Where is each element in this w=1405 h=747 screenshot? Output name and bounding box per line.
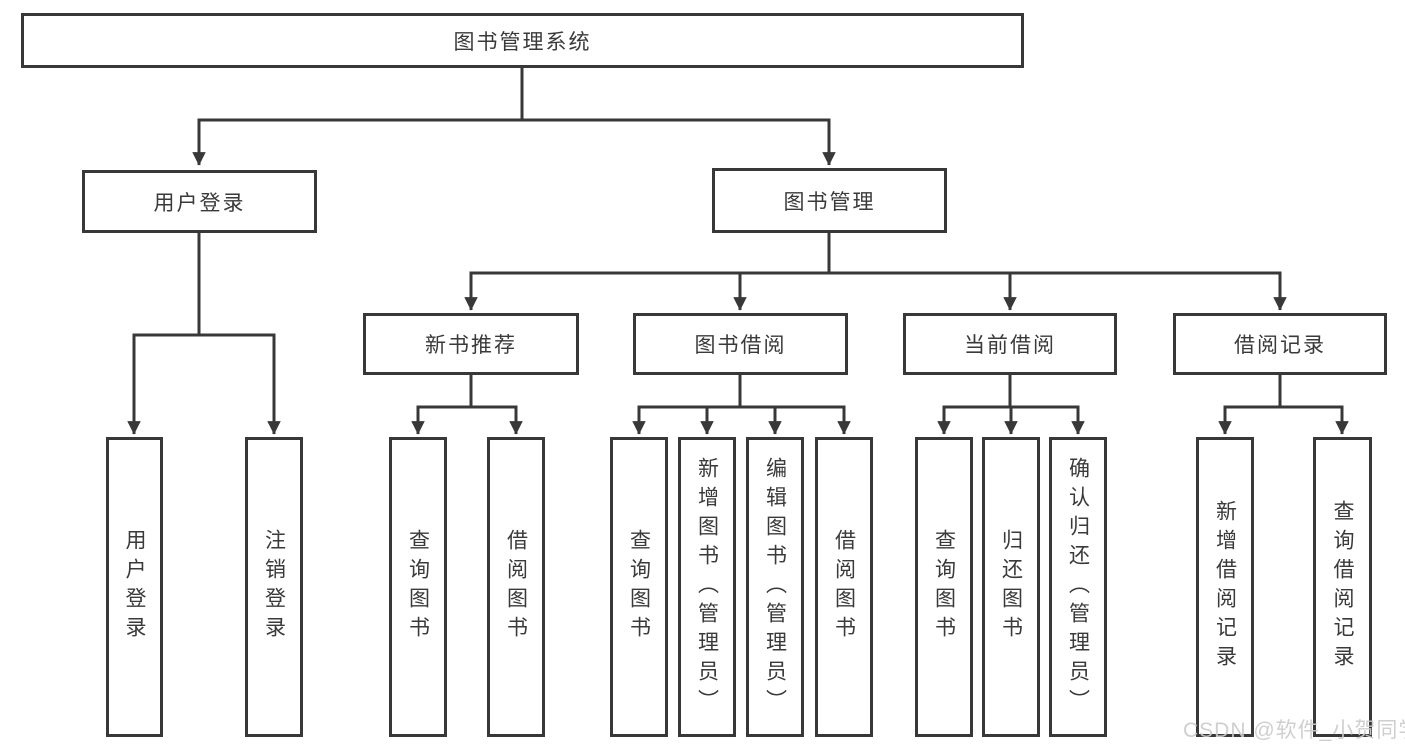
node-book-borrowing: 图书借阅 <box>633 313 848 375</box>
csdn-watermark: CSDN @软件_小贺同学 <box>1183 719 1405 742</box>
leaf-query-books-recommend: 查询图书 <box>389 437 447 737</box>
node-new-book-recommend: 新书推荐 <box>363 313 579 375</box>
leaf-borrow-books: 借阅图书 <box>815 437 873 737</box>
leaf-edit-books-admin: 编辑图书（管理员） <box>746 437 804 737</box>
leaf-user-login: 用户登录 <box>106 437 163 737</box>
node-borrow-records: 借阅记录 <box>1173 313 1387 375</box>
node-current-borrowing: 当前借阅 <box>903 313 1117 375</box>
leaf-query-books-current: 查询图书 <box>915 437 973 737</box>
leaf-return-books: 归还图书 <box>982 437 1040 737</box>
node-book-management: 图书管理 <box>712 168 947 233</box>
node-user-login: 用户登录 <box>82 170 317 233</box>
leaf-logout: 注销登录 <box>245 437 303 737</box>
leaf-query-books-borrowing: 查询图书 <box>610 437 668 737</box>
leaf-borrow-books-recommend: 借阅图书 <box>487 437 545 737</box>
leaf-add-borrow-record: 新增借阅记录 <box>1196 437 1254 737</box>
leaf-add-books-admin: 新增图书（管理员） <box>678 437 736 737</box>
node-library-management-system: 图书管理系统 <box>21 13 1024 68</box>
leaf-confirm-return-admin: 确认归还（管理员） <box>1049 437 1107 737</box>
leaf-query-borrow-record: 查询借阅记录 <box>1313 437 1372 737</box>
